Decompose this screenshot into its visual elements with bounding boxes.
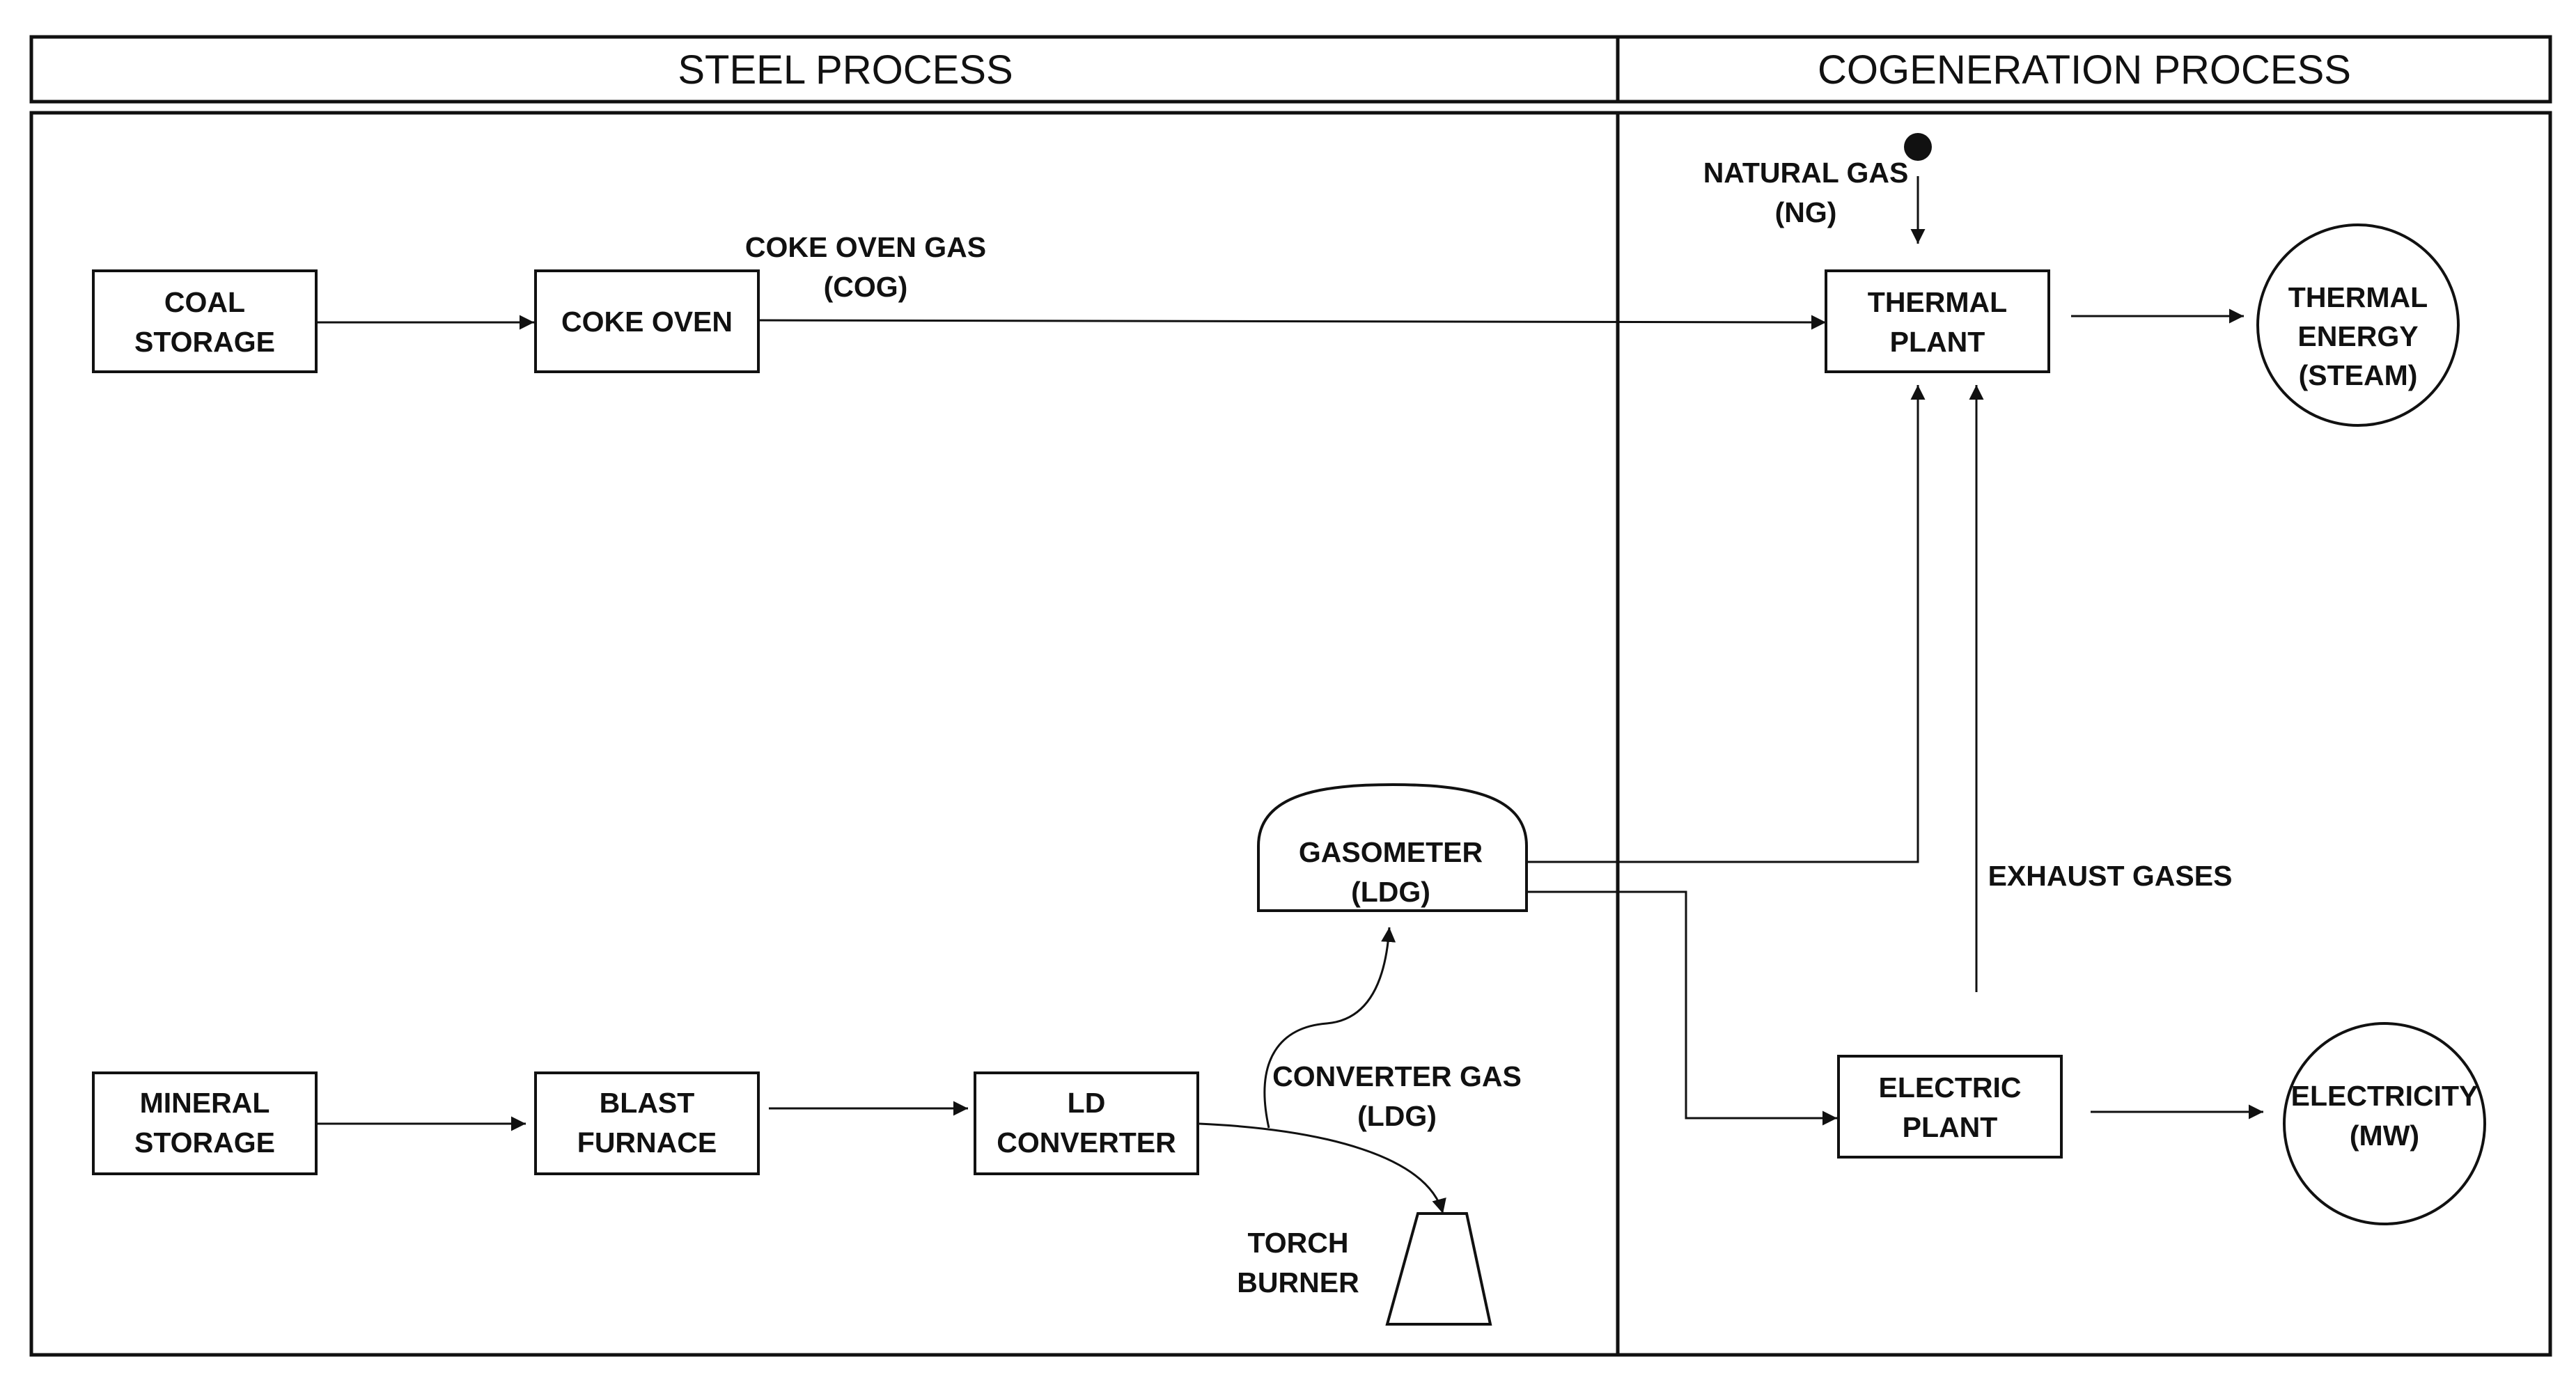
coke-oven-label: COKE OVEN xyxy=(561,306,733,338)
mineral-storage-node: MINERAL STORAGE xyxy=(92,1071,318,1175)
converter-gas-label-2: (LDG) xyxy=(1357,1100,1437,1132)
gasometer-label-1: GASOMETER xyxy=(1299,836,1483,868)
thermal-energy-label-2: ENERGY xyxy=(2297,320,2418,352)
converter-gas-label-1: CONVERTER GAS xyxy=(1272,1060,1522,1092)
ld-converter-node: LD CONVERTER xyxy=(974,1071,1199,1175)
cogeneration-process-panel xyxy=(1616,111,2552,1357)
mineral-storage-label-1: MINERAL xyxy=(140,1087,270,1119)
thermal-plant-label-1: THERMAL xyxy=(1868,286,2007,318)
blast-furnace-label-2: FURNACE xyxy=(577,1126,717,1159)
coke-oven-gas-label-1: COKE OVEN GAS xyxy=(745,231,986,263)
steel-process-header: STEEL PROCESS xyxy=(678,47,1013,93)
electric-plant-label-2: PLANT xyxy=(1903,1111,1998,1143)
ld-converter-label-1: LD xyxy=(1068,1087,1106,1119)
exhaust-gases-label: EXHAUST GASES xyxy=(1988,860,2233,892)
converter-to-torch-arrow xyxy=(1199,1122,1446,1214)
mineral-storage-label-2: STORAGE xyxy=(134,1126,275,1159)
gasometer-node: GASOMETER (LDG) xyxy=(1257,783,1528,912)
blast-furnace-label-1: BLAST xyxy=(600,1087,695,1119)
gasometer-to-electric-arrow xyxy=(1525,890,1837,1126)
thermal-plant-node: THERMAL PLANT xyxy=(1825,269,2050,373)
ld-converter-label-2: CONVERTER xyxy=(997,1126,1176,1159)
cogeneration-process-header: COGENERATION PROCESS xyxy=(1818,47,2351,93)
torch-burner-node: TORCH BURNER xyxy=(1237,1212,1492,1326)
coke-oven-gas-arrow xyxy=(758,315,1827,330)
cogeneration-process-header-box xyxy=(1616,35,2552,104)
blast-furnace-node: BLAST FURNACE xyxy=(534,1071,760,1175)
converter-gas-to-gasometer-arrow xyxy=(1263,927,1396,1129)
thermal-energy-node: THERMAL ENERGY (STEAM) xyxy=(2256,223,2460,427)
electric-plant-label-1: ELECTRIC xyxy=(1879,1071,2022,1104)
torch-burner-label-1: TORCH xyxy=(1247,1227,1348,1259)
thermal-plant-label-2: PLANT xyxy=(1890,326,1985,358)
electricity-label-1: ELECTRICITY xyxy=(2291,1080,2479,1112)
natural-gas-source-dot xyxy=(1904,133,1932,161)
coke-oven-gas-label-2: (COG) xyxy=(824,271,908,303)
gasometer-to-thermal-arrow xyxy=(1525,385,1926,863)
thermal-energy-label-3: (STEAM) xyxy=(2299,359,2418,391)
coke-oven-node: COKE OVEN xyxy=(534,269,760,373)
thermal-energy-label-1: THERMAL xyxy=(2288,281,2428,313)
torch-burner-label-2: BURNER xyxy=(1237,1266,1359,1298)
electric-plant-node: ELECTRIC PLANT xyxy=(1837,1055,2063,1159)
coal-storage-label-1: COAL xyxy=(164,286,245,318)
electricity-node: ELECTRICITY (MW) xyxy=(2283,1022,2486,1225)
natural-gas-label-2: (NG) xyxy=(1775,196,1837,228)
electricity-label-2: (MW) xyxy=(2350,1120,2419,1152)
coal-storage-node: COAL STORAGE xyxy=(92,269,318,373)
gasometer-label-2: (LDG) xyxy=(1351,876,1430,908)
natural-gas-label-1: NATURAL GAS xyxy=(1703,157,1909,189)
coal-storage-label-2: STORAGE xyxy=(134,326,275,358)
